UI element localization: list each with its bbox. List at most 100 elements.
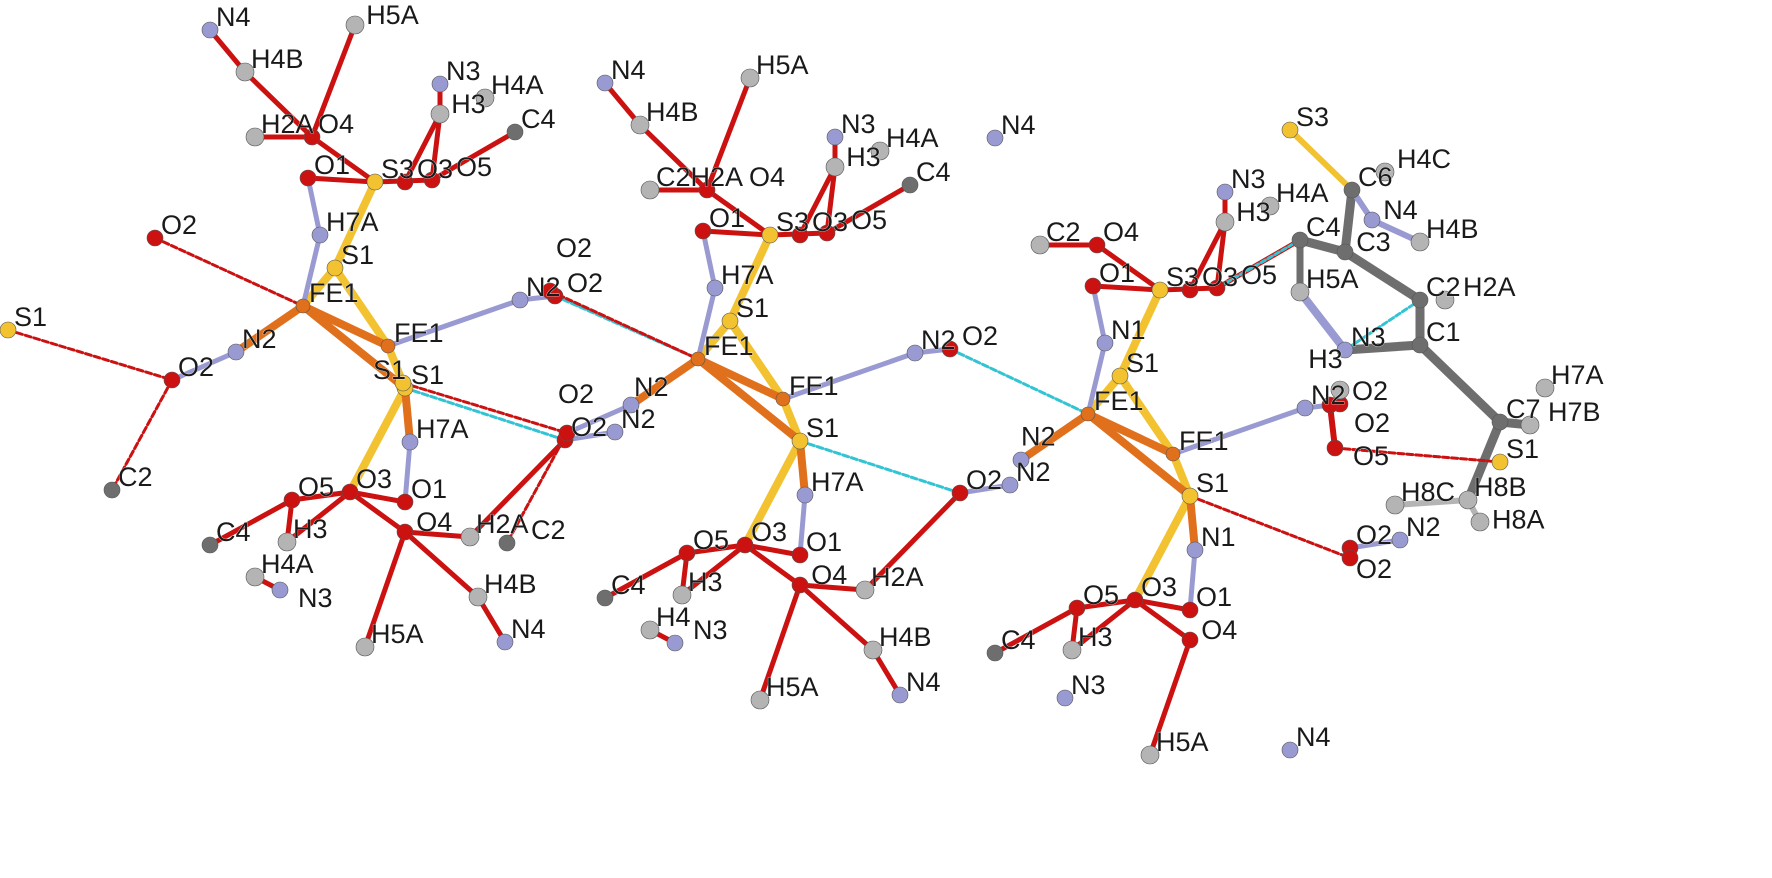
- atom-h: [740, 68, 760, 88]
- bond: [797, 582, 868, 593]
- atom-label: N3: [841, 109, 876, 139]
- atom-label: S1: [806, 413, 839, 443]
- atom-s: [721, 312, 739, 330]
- atom-n: [1281, 741, 1299, 759]
- atom-o: [303, 128, 321, 146]
- bond: [299, 302, 392, 350]
- atom-label: S1: [1506, 434, 1539, 464]
- bond: [694, 355, 787, 403]
- atom-label: H4A: [886, 123, 939, 153]
- bond: [797, 582, 876, 653]
- bond: [1186, 492, 1199, 554]
- atom-label: N4: [611, 55, 646, 85]
- bond: [1090, 283, 1163, 293]
- atom-label: C4: [916, 157, 951, 187]
- bond: [757, 582, 803, 703]
- atom-label: H3: [1078, 622, 1113, 652]
- atom-h: [1215, 212, 1235, 232]
- atom-label: H3: [1308, 344, 1343, 374]
- bond: [300, 232, 323, 309]
- atom-n: [511, 291, 529, 309]
- bond: [1094, 242, 1163, 293]
- atom-label: O5: [456, 152, 492, 182]
- atom-o: [736, 536, 754, 554]
- atom-label: S3: [776, 207, 809, 237]
- atom-n: [1216, 183, 1234, 201]
- atom-label: FE1: [1179, 426, 1229, 456]
- atom-s: [0, 321, 17, 339]
- atom-label: H4B: [484, 569, 537, 599]
- bond: [305, 175, 378, 185]
- atom-s: [1111, 367, 1129, 385]
- bond: [1287, 127, 1355, 193]
- atom-label: O5: [298, 472, 334, 502]
- atom-label: O2: [161, 210, 197, 240]
- atom-label: N3: [446, 56, 481, 86]
- bond: [684, 542, 748, 556]
- atom-h: [750, 690, 770, 710]
- atom-label: H4B: [251, 44, 304, 74]
- atom-label: H2A: [871, 562, 924, 592]
- atom-label: C3: [1356, 227, 1391, 257]
- atom-label: H3: [1236, 197, 1271, 227]
- atom-label: FE1: [394, 318, 444, 348]
- atom-label: H3: [451, 89, 486, 119]
- bond: [347, 489, 408, 505]
- bond: [1074, 597, 1138, 611]
- atom-o: [1088, 236, 1106, 254]
- atom-n: [1096, 334, 1114, 352]
- atom-label: N3: [693, 615, 728, 645]
- atom-n: [1186, 541, 1204, 559]
- bond: [1069, 597, 1138, 653]
- atom-label: O2: [556, 233, 592, 263]
- atom-label: S3: [1166, 262, 1199, 292]
- bond: [1392, 497, 1471, 508]
- atom-h: [355, 637, 375, 657]
- atom-label: O1: [806, 527, 842, 557]
- atom-s: [366, 173, 384, 191]
- atom-n: [227, 343, 245, 361]
- atom-label: O1: [1196, 582, 1232, 612]
- atom-n: [311, 226, 329, 244]
- atom-label: O2: [966, 465, 1002, 495]
- atom-h: [855, 580, 875, 600]
- atom-label: H8B: [1474, 472, 1527, 502]
- atom-n: [891, 686, 909, 704]
- atom-h: [1458, 490, 1478, 510]
- bond: [1340, 340, 1425, 355]
- atom-label: H2A: [1463, 272, 1516, 302]
- atom-label: H5A: [371, 619, 424, 649]
- atom-h: [460, 527, 480, 547]
- bond: [1296, 288, 1349, 354]
- bond: [862, 490, 963, 593]
- bond: [695, 285, 718, 362]
- atom-label: FE1: [1094, 386, 1144, 416]
- bond: [1340, 247, 1425, 305]
- atom-label: H7A: [326, 207, 379, 237]
- atom-fe: [775, 391, 791, 407]
- atom-c: [506, 123, 524, 141]
- atom-n: [1001, 476, 1019, 494]
- atom-n: [431, 75, 449, 93]
- atom-label: O5: [851, 205, 887, 235]
- atom-o: [1126, 591, 1144, 609]
- atom-n: [622, 396, 640, 414]
- atom-label: H5A: [1156, 727, 1209, 757]
- atom-label: O3: [1202, 262, 1238, 292]
- atom-label: C4: [1001, 625, 1036, 655]
- atom-label: N3: [1351, 322, 1386, 352]
- atom-label: S1: [1126, 348, 1159, 378]
- bond: [169, 349, 239, 383]
- atom-label: N1: [1111, 315, 1146, 345]
- bond: [1131, 492, 1194, 604]
- bond: [992, 605, 1080, 656]
- atom-s: [1281, 121, 1299, 139]
- atom-n: [986, 129, 1004, 147]
- atom-label: H7A: [416, 414, 469, 444]
- bond: [362, 529, 408, 650]
- bond: [694, 355, 804, 445]
- bond: [797, 164, 838, 238]
- atom-o: [1084, 277, 1102, 295]
- bond: [207, 497, 295, 548]
